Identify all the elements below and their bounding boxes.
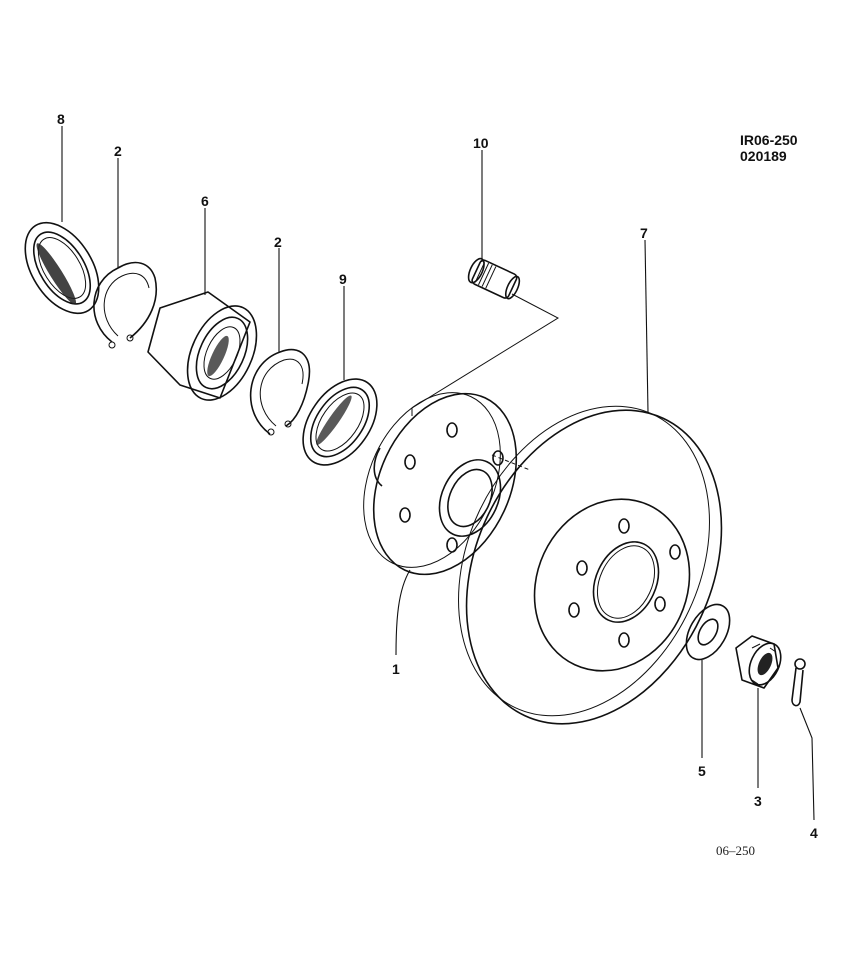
callout-3: 3 xyxy=(754,793,762,809)
callout-4: 4 xyxy=(810,825,818,841)
callout-7: 7 xyxy=(640,225,648,241)
leader-7 xyxy=(644,239,649,413)
reference-line-2: 020189 xyxy=(740,148,787,164)
callout-8: 8 xyxy=(57,111,65,127)
reference-line-1: IR06-250 xyxy=(740,132,798,148)
leader-4 xyxy=(799,707,815,821)
part-6-bearing xyxy=(147,291,258,401)
part-2-circlip-right xyxy=(249,348,311,436)
callout-9: 9 xyxy=(339,271,347,287)
part-5-washer xyxy=(685,603,731,661)
callout-5: 5 xyxy=(698,763,706,779)
part-1-wheel-hub xyxy=(363,392,518,576)
callout-2-right: 2 xyxy=(274,234,282,250)
callout-2-left: 2 xyxy=(114,143,122,159)
callout-6: 6 xyxy=(201,193,209,209)
figure-code: 06–250 xyxy=(716,843,755,858)
reference-code: IR06-250 020189 xyxy=(740,132,798,164)
callout-10: 10 xyxy=(473,135,489,151)
part-7-brake-disc xyxy=(458,405,723,725)
part-3-castle-nut xyxy=(735,635,782,689)
callout-1: 1 xyxy=(392,661,400,677)
part-2-circlip-left xyxy=(93,261,157,349)
leader-1 xyxy=(395,569,411,656)
stud-alignment-line xyxy=(411,293,560,416)
part-10-wheel-stud xyxy=(467,257,521,300)
part-8-oil-seal xyxy=(24,221,100,315)
part-9-oil-seal xyxy=(302,378,378,466)
part-4-split-pin xyxy=(791,658,806,707)
